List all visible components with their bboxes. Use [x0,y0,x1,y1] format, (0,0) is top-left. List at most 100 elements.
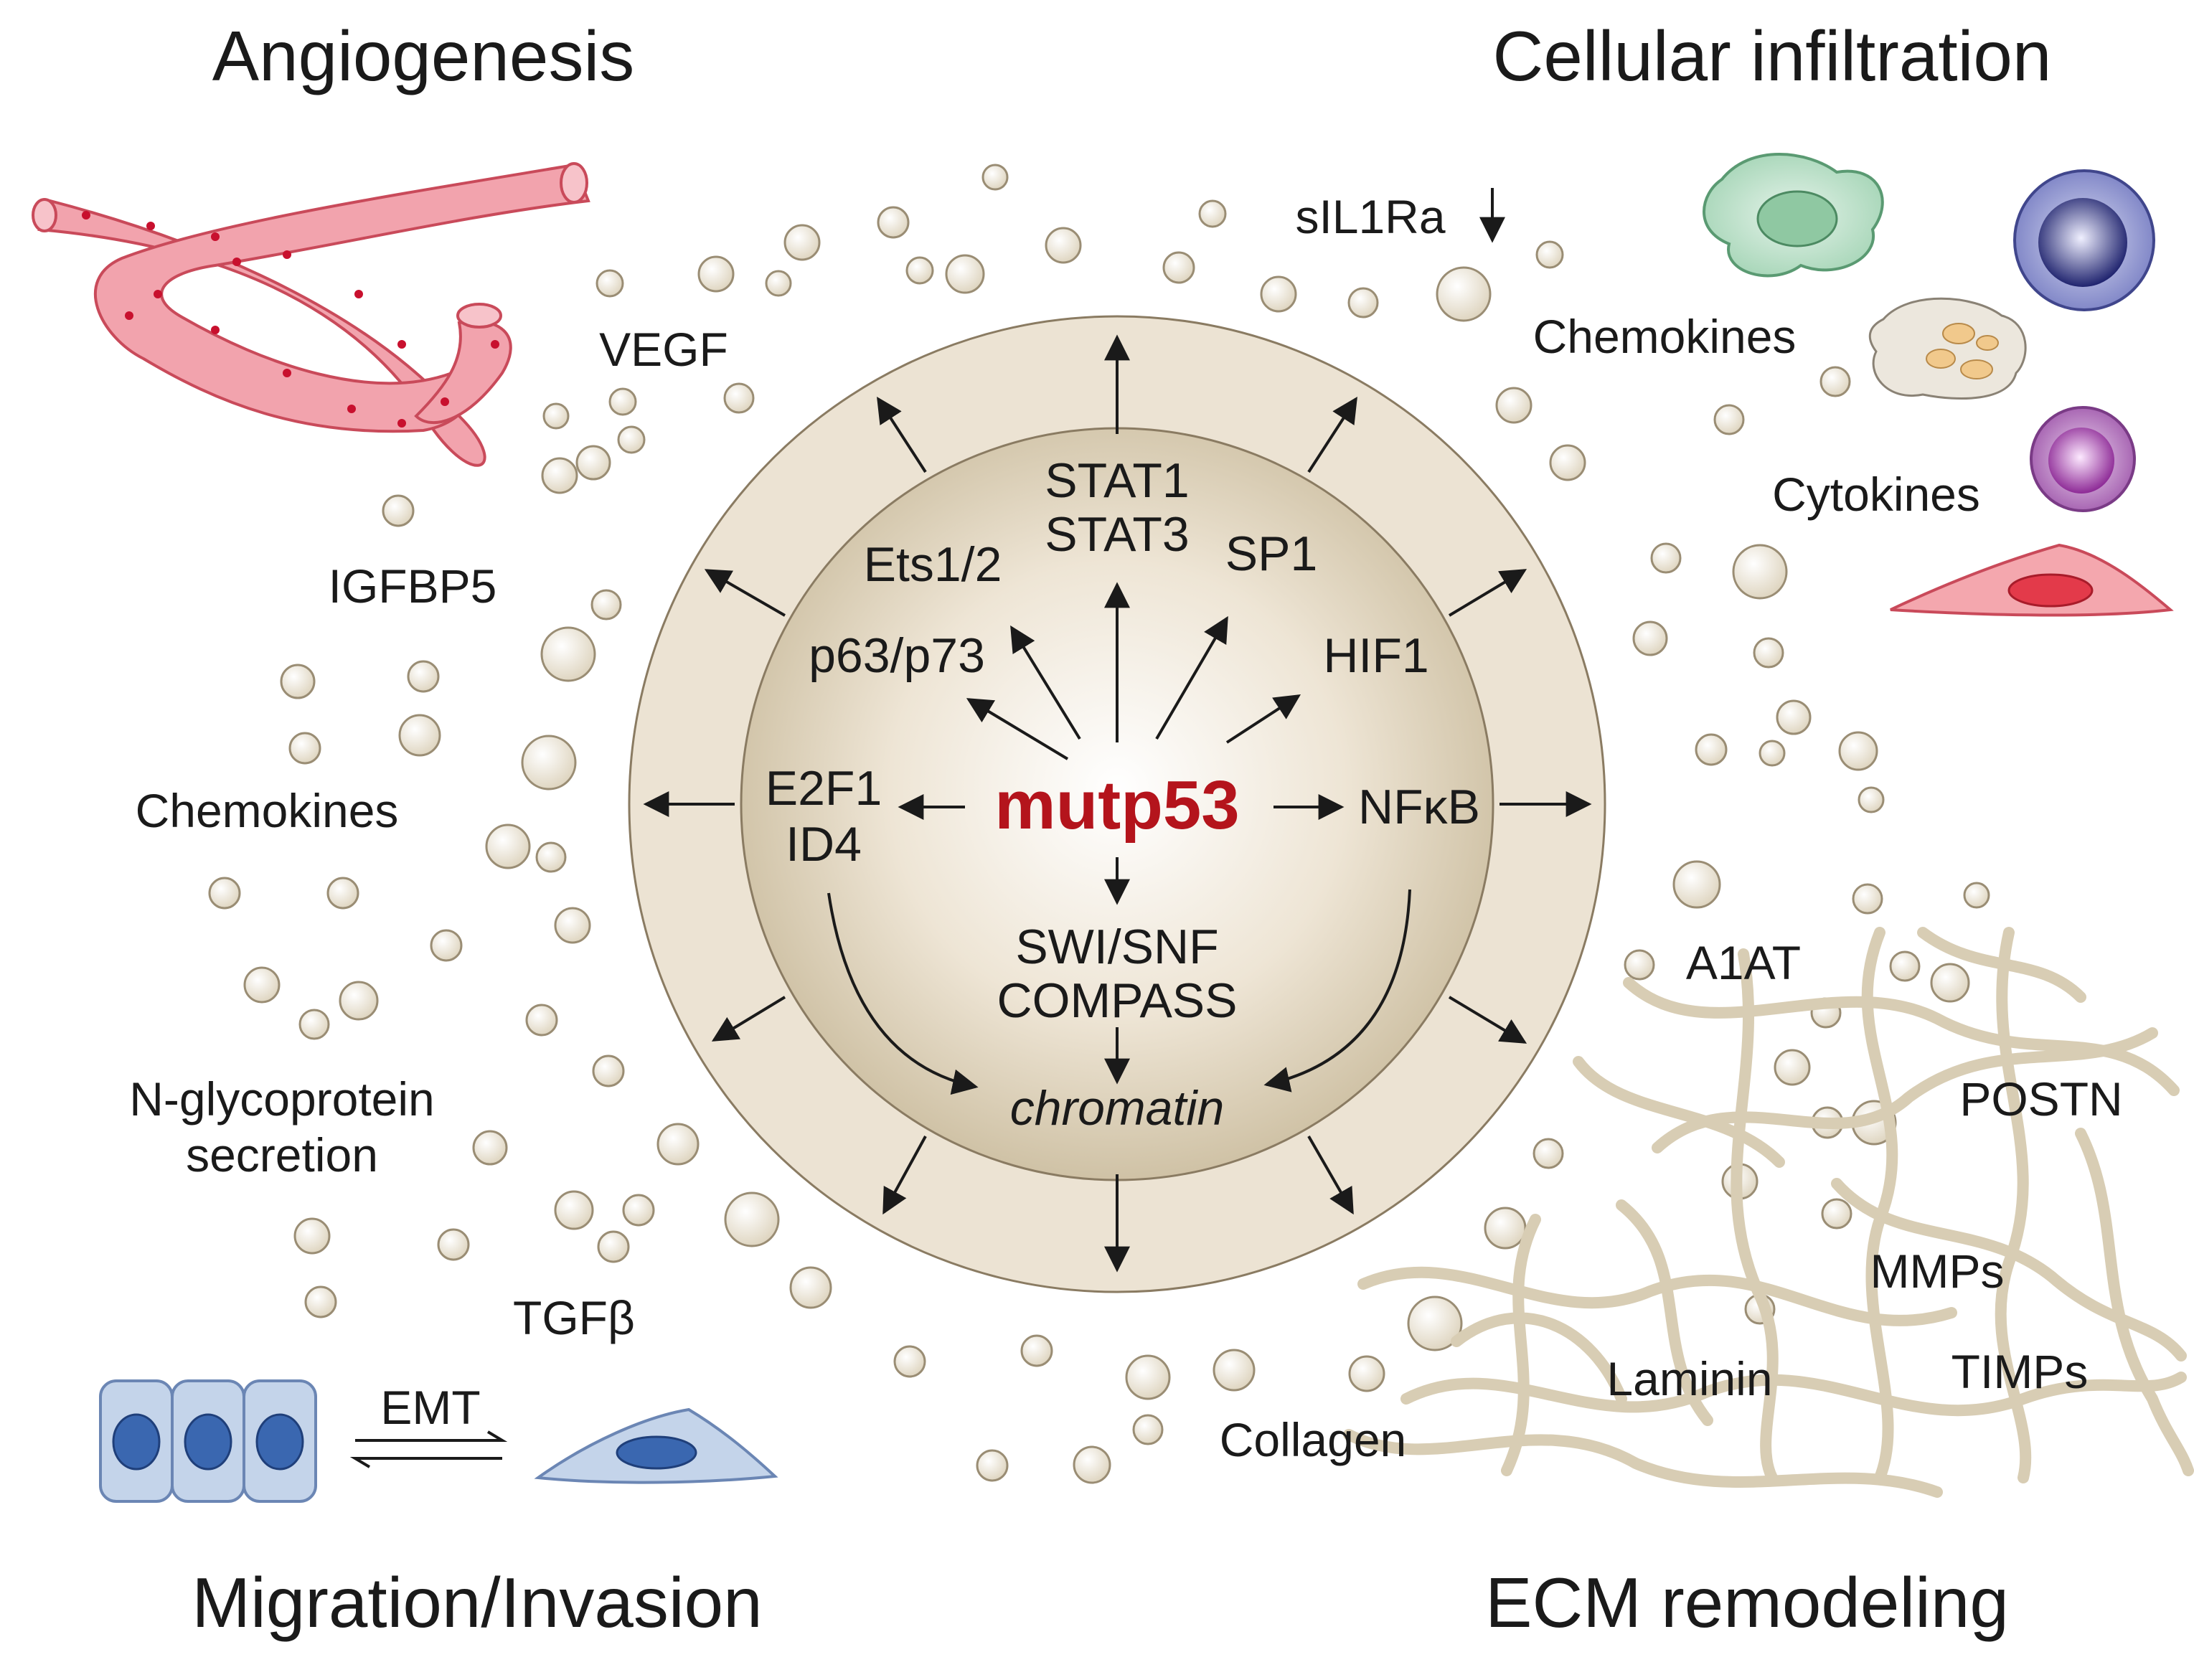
secreted-droplet [1436,266,1492,322]
vessel-tube-2 [93,163,590,433]
secreted-droplet [783,224,821,261]
secreted-droplet [1759,740,1786,767]
emt-forward-arrow [355,1430,508,1442]
epithelial-nucleus-1 [112,1413,161,1471]
secreted-droplet [1348,1355,1385,1392]
arrow-out-wsw [711,996,786,1042]
secreted-droplet [608,387,637,416]
secreted-droplet [1672,860,1721,909]
central-compartment [628,315,1606,1293]
secreted-droplet [622,1194,655,1227]
stat1-label: STAT1 [1045,453,1190,508]
arrow-out-ssw [882,1136,927,1215]
secreted-droplet [1125,1354,1171,1400]
p63p73-label: p63/p73 [809,628,985,683]
secreted-droplet [595,269,624,298]
secreted-droplet [1695,733,1728,766]
sp1-label: SP1 [1225,527,1318,581]
label-postn: POSTN [1959,1072,2122,1125]
outward-arrows [643,334,1592,1273]
center-label: mutp53 [994,767,1239,844]
vessel-tube-3 [414,320,512,425]
secreted-droplet [1650,542,1682,574]
secreted-droplet [1732,544,1788,600]
label-timps: TIMPs [1951,1345,2089,1398]
epithelial-nucleus-3 [255,1413,304,1471]
label-cytokines: Cytokines [1772,468,1980,521]
vessel-tube-1 [37,199,486,467]
ets-label: Ets1/2 [864,537,1002,592]
secreted-droplet [1776,699,1812,735]
e2f1-label: E2F1 [766,761,882,816]
title-migration-invasion: Migration/Invasion [192,1563,762,1642]
secreted-droplet [1532,1138,1564,1169]
label-mmps: MMPs [1870,1245,2005,1298]
title-angiogenesis: Angiogenesis [212,16,634,95]
secreted-droplet [1045,227,1082,264]
stat3-label: STAT3 [1045,507,1190,562]
secreted-droplet [1624,949,1655,981]
secreted-droplet [339,981,379,1021]
secreted-droplet [656,1123,700,1166]
ecm-fibers [1343,927,2194,1498]
secreted-droplet [1347,287,1379,318]
arrow-out-nne [1307,396,1357,473]
secreted-droplet [208,877,241,910]
swisnf-label: SWI/SNF [1015,920,1218,974]
chromatin-label: chromatin [1010,1081,1225,1136]
secreted-droplet [597,1230,630,1263]
secreted-droplet [525,1004,558,1037]
nfkb-label: NFκB [1358,780,1480,834]
secreted-droplet [554,907,591,944]
label-chemokines-left: Chemokines [136,784,399,837]
secreted-droplet [1213,1349,1256,1392]
secreted-droplet [1821,1198,1852,1230]
secreted-droplet [304,1285,337,1318]
secreted-droplet [1963,882,1990,909]
blood-vessel-illustration [32,162,590,467]
secreted-droplet [1549,444,1586,481]
label-sil1ra: sIL1Ra [1295,190,1445,243]
vessel-end-2 [32,198,57,232]
secreted-droplet [981,164,1009,191]
secreted-droplet [485,824,531,869]
label-emt: EMT [380,1381,480,1434]
epithelial-nucleus-2 [184,1413,232,1471]
green-nucleus [1756,190,1838,247]
secreted-droplet [1260,275,1297,313]
emt-reverse-arrow [349,1457,502,1468]
mast-cell [1868,297,2027,400]
secreted-droplet [542,402,570,430]
mast-granules [1926,323,1999,379]
secreted-droplet [575,445,611,481]
hif1-label: HIF1 [1323,628,1428,683]
arrow-out-nnw [877,396,927,473]
epithelial-cells [99,1379,317,1503]
mesenchymal-cell [534,1407,778,1484]
secreted-droplet [326,877,359,910]
secreted-droplet [1632,620,1668,656]
arrow-e2f1-chromatin [827,892,979,1095]
secreted-droplet [697,255,735,293]
secreted-droplet [724,1191,780,1247]
secreted-droplet [765,270,792,297]
label-tgfb: TGFβ [513,1291,635,1344]
secreted-droplet [472,1130,508,1166]
secreted-droplet [1753,637,1784,669]
secreted-droplet [877,206,910,239]
secreted-droplet [617,425,646,454]
vessel-end-3 [456,303,502,329]
secreted-droplet [1819,366,1851,397]
secreted-droplet [1132,1414,1164,1445]
arrow-to-p63 [966,698,1069,760]
secreted-droplet [1838,731,1878,771]
secreted-droplet [1198,199,1227,228]
secreted-droplet [1495,387,1532,424]
secreted-droplet [437,1228,470,1261]
secreted-droplet [723,382,755,414]
label-igfbp5: IGFBP5 [329,560,497,613]
quadrant-titles: Angiogenesis Cellular infiltration Migra… [192,16,2051,1642]
emt-arrows [349,1430,508,1468]
secreted-droplet [540,626,596,682]
